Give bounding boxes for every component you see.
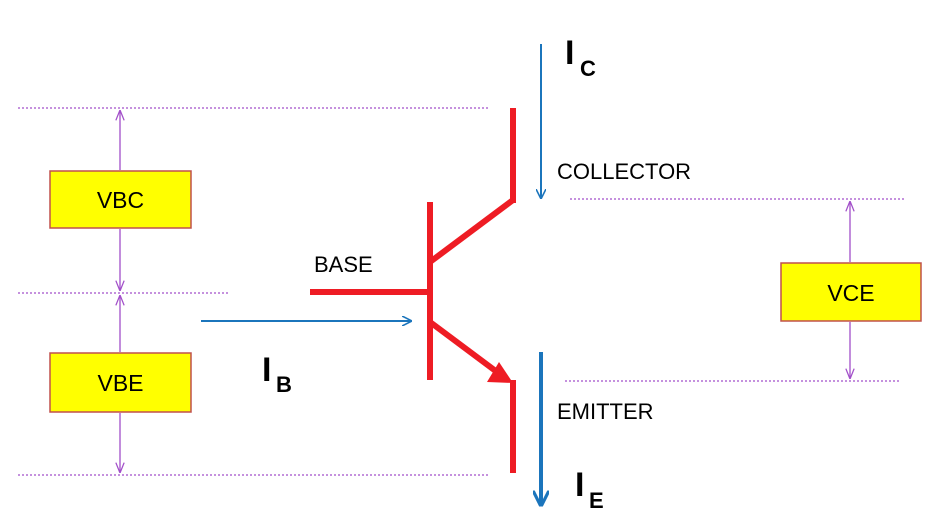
vbc-label: VBC (97, 187, 144, 213)
vce-label: VCE (827, 280, 874, 306)
collector-label: COLLECTOR (557, 159, 691, 184)
ib-label-main: I (262, 351, 271, 389)
ib-label-sub: B (276, 372, 292, 397)
vbe-label: VBE (97, 370, 143, 396)
vbc-label-box (49, 170, 192, 229)
vbe-label-box (49, 352, 192, 413)
ic-label-sub: C (580, 56, 596, 81)
emitter-label: EMITTER (557, 399, 654, 424)
base-label: BASE (314, 252, 373, 277)
vce-label-box (780, 262, 922, 322)
collector-diagonal (428, 197, 515, 265)
ie-label-sub: E (589, 488, 604, 513)
ic-label-main: I (565, 34, 574, 72)
emitter-arrow-icon (487, 362, 513, 383)
emitter-diagonal (428, 319, 499, 375)
ie-label-main: I (575, 466, 584, 504)
